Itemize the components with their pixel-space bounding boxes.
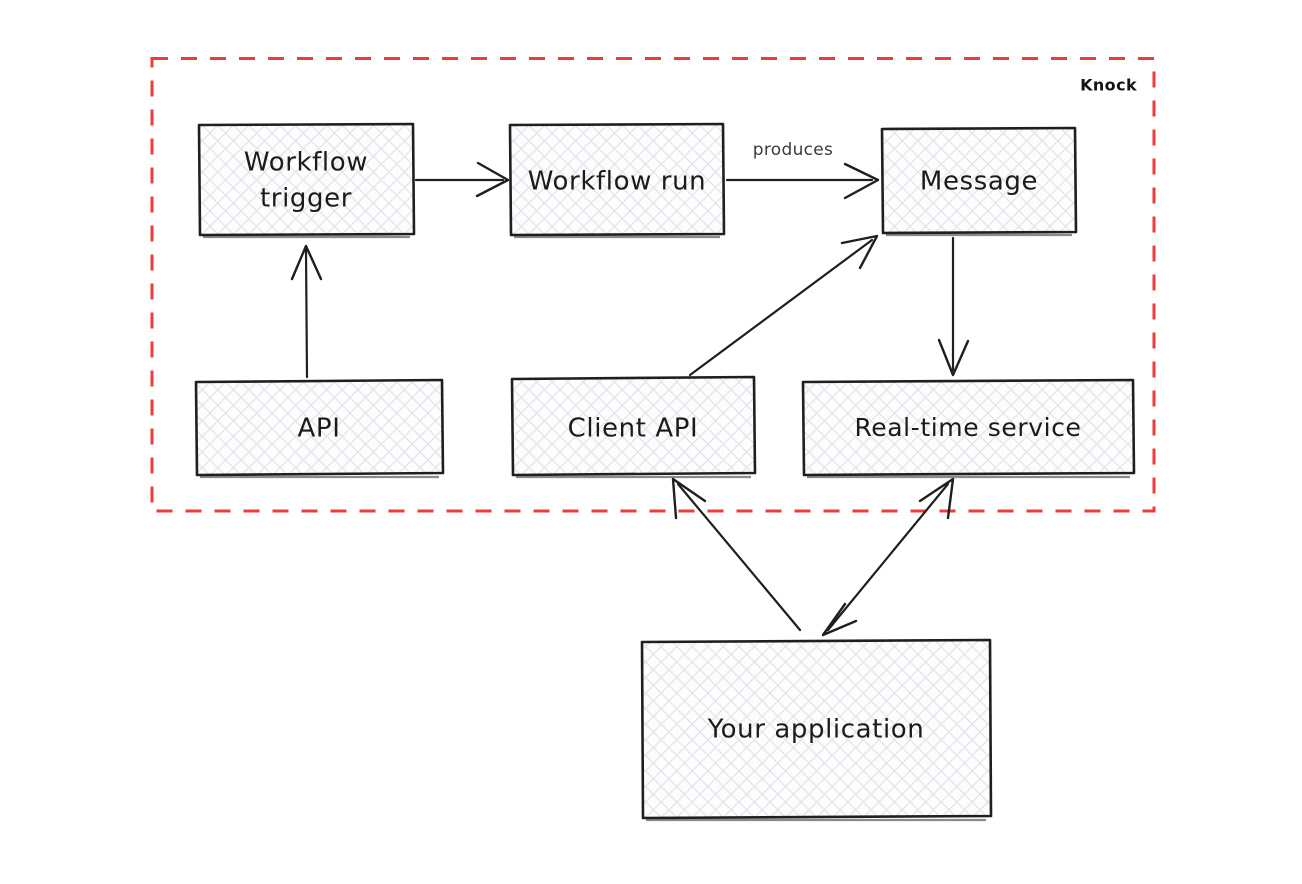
workflow-trigger-label-line2: trigger bbox=[260, 184, 352, 214]
edge-realtime-to-your-application bbox=[821, 477, 955, 637]
knock-boundary-group: Knock bbox=[150, 57, 1156, 513]
edge-client-api-to-message bbox=[688, 234, 879, 377]
workflow-run-label: Workflow run bbox=[528, 167, 707, 197]
arrow-head-icon-down bbox=[821, 602, 858, 637]
arrow-head-icon bbox=[475, 161, 510, 198]
workflow-trigger-box bbox=[197, 122, 416, 237]
edge-line bbox=[688, 238, 874, 377]
edge-line bbox=[676, 482, 802, 632]
node-workflow-trigger[interactable]: Workflow trigger bbox=[197, 122, 416, 239]
api-box bbox=[194, 378, 445, 477]
workflow-run-box bbox=[508, 122, 726, 237]
real-time-service-label: Real-time service bbox=[854, 413, 1081, 442]
node-real-time-service[interactable]: Real-time service bbox=[801, 378, 1136, 479]
message-label: Message bbox=[920, 167, 1038, 197]
edge-trigger-to-run bbox=[414, 161, 510, 198]
knock-boundary-dashed-rect bbox=[150, 57, 1156, 513]
node-message[interactable]: Message bbox=[880, 126, 1078, 237]
real-time-service-box bbox=[801, 378, 1136, 477]
arrow-head-icon bbox=[671, 477, 707, 520]
edge-line bbox=[826, 482, 950, 632]
arrow-head-icon bbox=[937, 338, 970, 377]
edge-line bbox=[304, 248, 309, 379]
arrow-head-icon-up bbox=[918, 477, 955, 520]
arrow-head-icon bbox=[290, 244, 323, 281]
node-api[interactable]: API bbox=[194, 378, 445, 479]
knock-boundary-label: Knock bbox=[1080, 76, 1137, 95]
edge-api-to-trigger bbox=[290, 244, 323, 379]
workflow-trigger-label-line1: Workflow bbox=[244, 148, 368, 178]
edge-your-application-to-client-api bbox=[671, 477, 802, 632]
arrow-head-icon bbox=[840, 234, 879, 270]
edge-message-to-realtime bbox=[937, 236, 970, 377]
message-box bbox=[880, 126, 1078, 235]
edge-label-produces: produces bbox=[753, 140, 833, 160]
edge-run-to-message: produces bbox=[725, 140, 880, 200]
arrow-head-icon bbox=[843, 162, 880, 200]
your-application-label: Your application bbox=[707, 715, 925, 745]
node-your-application[interactable]: Your application bbox=[640, 638, 993, 822]
api-label: API bbox=[298, 414, 341, 444]
client-api-label: Client API bbox=[568, 414, 699, 444]
your-application-box bbox=[640, 638, 993, 820]
node-workflow-run[interactable]: Workflow run bbox=[508, 122, 726, 239]
node-client-api[interactable]: Client API bbox=[510, 375, 757, 479]
client-api-box bbox=[510, 375, 757, 477]
